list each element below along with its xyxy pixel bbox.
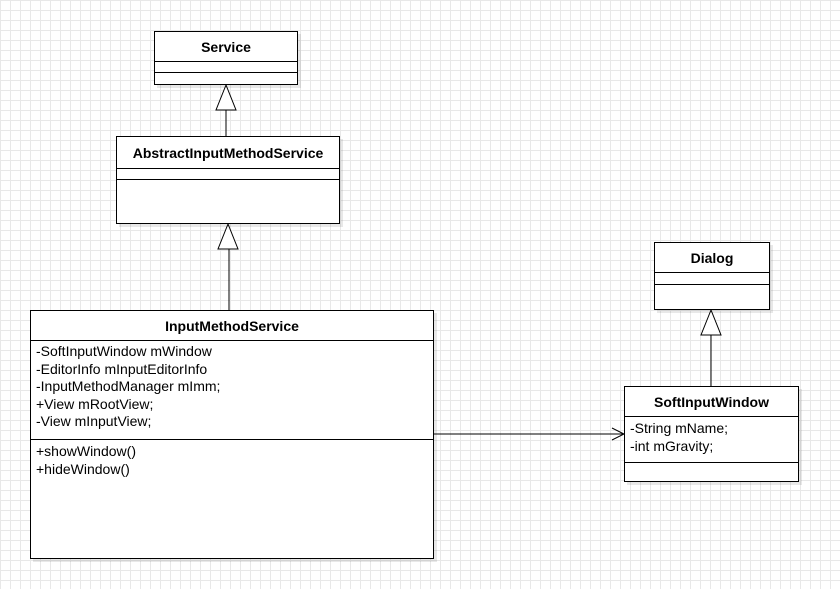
attribute-item: -int mGravity; [630,437,714,454]
class-input-method-service-attributes: -SoftInputWindow mWindow -EditorInfo mIn… [31,341,433,440]
class-service-operations [155,73,297,84]
attribute-item: -String mName; [630,420,729,436]
class-abstract-input-method-service-operations [117,180,339,223]
class-soft-input-window[interactable]: SoftInputWindow -String mName; -int mGra… [624,386,799,482]
class-service-attributes [155,62,297,73]
class-abstract-input-method-service-name: AbstractInputMethodService [117,137,339,169]
generalization-arrowhead-dialog [700,308,722,336]
class-abstract-input-method-service-attributes [117,169,339,180]
class-service[interactable]: Service [154,31,298,85]
class-service-name: Service [155,32,297,62]
attribute-item: -InputMethodManager mImm; [36,378,221,394]
class-abstract-input-method-service[interactable]: AbstractInputMethodService [116,136,340,224]
class-soft-input-window-operations [625,463,798,481]
operation-item: +showWindow() [36,443,136,459]
operation-item: +hideWindow() [36,460,130,477]
class-soft-input-window-name: SoftInputWindow [625,387,798,417]
class-input-method-service-name: InputMethodService [31,311,433,341]
attribute-item: -View mInputView; [36,413,152,429]
generalization-arrowhead-service [215,83,237,111]
class-dialog-operations [655,285,769,309]
class-input-method-service[interactable]: InputMethodService -SoftInputWindow mWin… [30,310,434,559]
class-dialog-name: Dialog [655,243,769,273]
class-input-method-service-operations: +showWindow() +hideWindow() [31,440,433,558]
class-dialog[interactable]: Dialog [654,242,770,310]
class-dialog-attributes [655,273,769,285]
class-soft-input-window-attributes: -String mName; -int mGravity; [625,417,798,463]
attribute-item: -SoftInputWindow mWindow [36,343,212,359]
generalization-arrowhead-abstract [217,222,239,250]
attribute-item: -EditorInfo mInputEditorInfo [36,360,208,377]
attribute-item: +View mRootView; [36,395,154,412]
